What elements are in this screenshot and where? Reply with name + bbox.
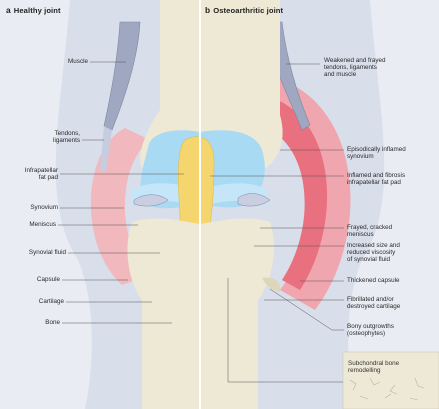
label-fibrillated-cartilage: Fibrillated and/or destroyed cartilage [347, 296, 400, 310]
label-infrapatellar-fat-pad: Infrapatellar fat pad [25, 167, 58, 181]
label-inflamed-fat-pad: Inflamed and fibrosis infrapatellar fat … [347, 172, 405, 186]
panel-b-letter: b [205, 5, 210, 15]
label-cartilage: Cartilage [39, 298, 64, 305]
label-synovial-fluid: Synovial fluid [29, 249, 66, 256]
panel-a-letter: a [6, 5, 11, 15]
panel-a-title-text: Healthy joint [14, 6, 61, 15]
panel-b-title-text: Osteoarthritic joint [213, 6, 283, 15]
label-inflamed-synovium: Episodically inflamed synovium [347, 146, 406, 160]
label-frayed-meniscus: Frayed, cracked meniscus [347, 224, 392, 238]
label-synovial-fluid-change: Increased size and reduced viscosity of … [347, 242, 400, 264]
inset-title: Subchondral bone remodelling [348, 360, 438, 374]
label-osteophytes: Bony outgrowths (osteophytes) [347, 323, 394, 337]
label-meniscus: Meniscus [29, 221, 56, 228]
label-bone: Bone [45, 319, 60, 326]
label-weakened-tendons: Weakened and frayed tendons, ligaments a… [324, 57, 386, 79]
label-capsule: Capsule [37, 276, 60, 283]
label-synovium: Synovium [30, 204, 58, 211]
label-muscle: Muscle [68, 58, 88, 65]
label-thickened-capsule: Thickened capsule [347, 277, 400, 284]
label-tendons-ligaments: Tendons, ligaments [53, 130, 80, 144]
